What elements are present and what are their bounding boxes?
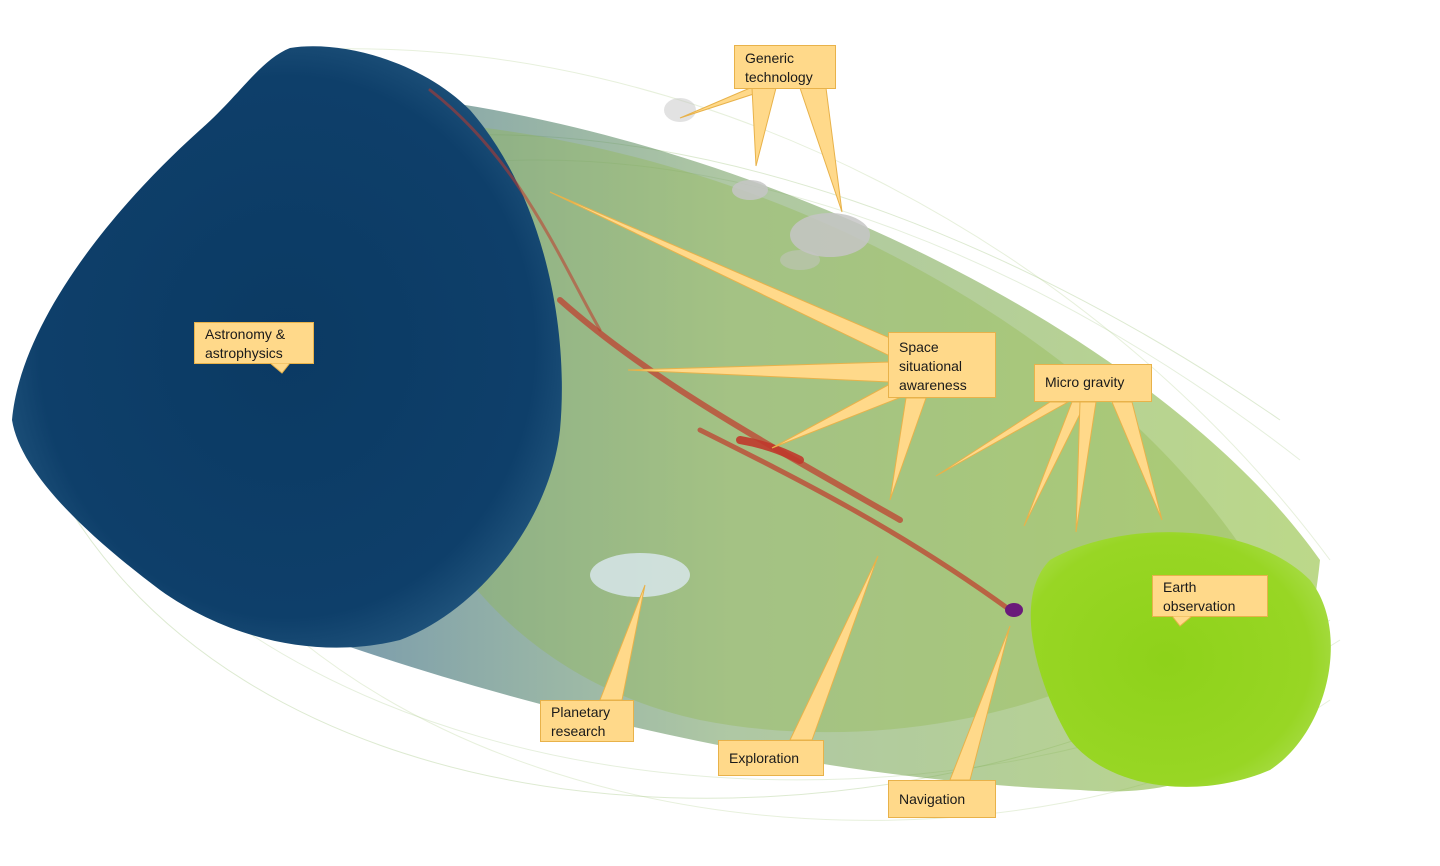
label-planetary-research: Planetary research [540, 700, 634, 742]
label-generic-technology: Generic technology [734, 45, 836, 89]
label-navigation: Navigation [888, 780, 996, 818]
planetary-research-cluster [590, 553, 690, 597]
label-space-situational-awareness: Space situational awareness [888, 332, 996, 398]
label-micro-gravity: Micro gravity [1034, 364, 1152, 402]
label-astronomy: Astronomy & astrophysics [194, 322, 314, 364]
label-astronomy-tail [270, 363, 290, 374]
label-earth-observation-tail [1172, 616, 1192, 627]
label-exploration: Exploration [718, 740, 824, 776]
ssa-streak [428, 88, 1013, 613]
navigation-cluster [1005, 603, 1023, 617]
generic-technology-cluster [664, 98, 870, 270]
label-earth-observation: Earth observation [1152, 575, 1268, 617]
callout-pointers [549, 87, 1163, 781]
